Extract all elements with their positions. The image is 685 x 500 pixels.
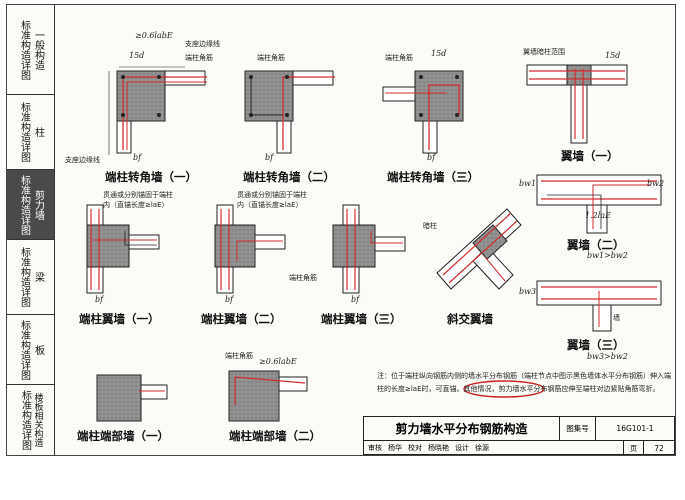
construction-drawings bbox=[86, 64, 662, 422]
drawing-sheet: 标准构造详图 一般构造 标准构造详图 柱 标准构造详图 剪力墙 标准构造详图 梁… bbox=[6, 4, 676, 456]
tab-label: 一般构造 bbox=[32, 29, 44, 70]
dim-15d: 15d bbox=[605, 51, 621, 60]
tab-label: 楼板相关构造 bbox=[32, 393, 43, 447]
caption-column-wing-wall-1: 端柱翼墙（一） bbox=[79, 312, 160, 326]
caption-corner-wall-2: 端柱转角墙（二） bbox=[243, 170, 335, 184]
category-sidebar: 标准构造详图 一般构造 标准构造详图 柱 标准构造详图 剪力墙 标准构造详图 梁… bbox=[7, 5, 55, 455]
corner-wall-3-drawing bbox=[382, 70, 464, 154]
dim-06labe: ≥0.6labE bbox=[259, 357, 297, 366]
label-through-anchor: 贯通或分别锚固于端柱 bbox=[237, 191, 307, 199]
caption-wing-wall-3: 翼墙（三） bbox=[567, 338, 625, 352]
dim-15d: 15d bbox=[129, 51, 145, 60]
tab-label: 标准构造详图 bbox=[18, 102, 30, 162]
design-name: 徐源 bbox=[475, 444, 489, 452]
design-label: 设计 bbox=[455, 444, 469, 452]
tab-label: 标准构造详图 bbox=[19, 390, 31, 450]
label-corner-bar: 端柱角筋 bbox=[289, 274, 317, 282]
corner-wall-2-drawing bbox=[244, 70, 335, 154]
tab-slab[interactable]: 标准构造详图 板 bbox=[7, 315, 54, 385]
tab-beam[interactable]: 标准构造详图 梁 bbox=[7, 240, 54, 315]
wing-wall-3-condition: bw3>bw2 bbox=[587, 352, 628, 361]
tab-label: 剪力墙 bbox=[32, 189, 44, 220]
check-name: 杨晓艳 bbox=[428, 444, 449, 452]
wing-wall-2-drawing bbox=[536, 174, 662, 234]
dim-bw2: bw2 bbox=[647, 179, 665, 188]
wing-wall-3-drawing bbox=[536, 280, 662, 332]
tab-label: 标准构造详图 bbox=[18, 19, 30, 80]
signature-row: 审核 杨华 校对 杨晓艳 设计 徐源 bbox=[364, 441, 624, 455]
atlas-label: 图集号 bbox=[560, 417, 596, 441]
column-end-wall-2-drawing bbox=[228, 370, 308, 422]
dim-bf: bf bbox=[95, 295, 104, 304]
label-through-anchor: 内（直锚长度≥laE） bbox=[103, 201, 169, 209]
wing-wall-1-drawing bbox=[526, 64, 628, 144]
atlas-number: 16G101-1 bbox=[596, 417, 674, 441]
label-hidden-column: 暗柱 bbox=[423, 222, 437, 230]
tab-label: 板 bbox=[32, 344, 44, 355]
label-through-anchor: 内（直锚长度≥laE） bbox=[237, 201, 303, 209]
label-through-anchor: 贯通或分别锚固于端柱 bbox=[103, 191, 173, 199]
caption-corner-wall-1: 端柱转角墙（一） bbox=[105, 170, 197, 184]
tab-general-construction[interactable]: 标准构造详图 一般构造 bbox=[7, 5, 54, 95]
caption-corner-wall-3: 端柱转角墙（三） bbox=[387, 170, 479, 184]
tab-label: 标准构造详图 bbox=[18, 247, 30, 307]
dim-12lae: 1.2laE bbox=[585, 211, 611, 220]
label-corner-bar: 端柱角筋 bbox=[185, 54, 213, 62]
label-corner-bar: 端柱角筋 bbox=[257, 54, 285, 62]
dim-bw1: bw1 bbox=[519, 179, 537, 188]
caption-column-end-wall-2: 端柱端部墙（二） bbox=[229, 429, 321, 443]
dim-bw3: bw3 bbox=[519, 287, 537, 296]
column-wing-wall-1-drawing bbox=[86, 204, 160, 294]
dim-bf: bf bbox=[351, 295, 360, 304]
highlight-ellipse bbox=[463, 380, 545, 398]
label-corner-bar: 端柱角筋 bbox=[225, 352, 253, 360]
drawing-title: 剪力墙水平分布钢筋构造 bbox=[364, 417, 560, 441]
label-edge-line: 支座边缘线 bbox=[65, 156, 100, 164]
tab-shear-wall[interactable]: 标准构造详图 剪力墙 bbox=[7, 170, 54, 240]
tab-label: 梁 bbox=[32, 272, 44, 282]
check-label: 校对 bbox=[408, 444, 422, 452]
caption-wing-wall-1: 翼墙（一） bbox=[561, 149, 619, 163]
review-label: 审核 bbox=[368, 444, 382, 452]
tab-column[interactable]: 标准构造详图 柱 bbox=[7, 95, 54, 170]
dim-bf: bf bbox=[427, 153, 436, 162]
tab-label: 柱 bbox=[32, 127, 44, 137]
label-edge-line: 支座边缘线 bbox=[185, 40, 220, 48]
page-number: 72 bbox=[654, 443, 664, 453]
dim-15d: 15d bbox=[431, 49, 447, 58]
caption-column-wing-wall-2: 端柱翼墙（二） bbox=[201, 312, 282, 326]
label-corner-bar: 端柱角筋 bbox=[385, 54, 413, 62]
label-wall: 墙 bbox=[613, 314, 620, 322]
column-wing-wall-2-drawing bbox=[214, 204, 286, 294]
construction-note: 注：位于端柱纵向钢筋内侧的墙水平分布钢筋（端柱节点中图示黑色墙体水平分布钢筋）伸… bbox=[377, 372, 671, 393]
label-wing-hidden-column: 翼墙暗柱范围 bbox=[523, 48, 565, 56]
caption-column-end-wall-1: 端柱端部墙（一） bbox=[77, 429, 169, 443]
column-wing-wall-3-drawing bbox=[332, 204, 406, 294]
caption-oblique-wing-wall: 斜交翼墙 bbox=[447, 312, 493, 326]
dim-bf: bf bbox=[265, 153, 274, 162]
caption-column-wing-wall-3: 端柱翼墙（三） bbox=[321, 312, 402, 326]
oblique-wing-wall-drawing bbox=[436, 208, 522, 290]
corner-wall-1-drawing bbox=[108, 66, 207, 155]
dim-bf: bf bbox=[133, 153, 142, 162]
dim-06labe: ≥0.6labE bbox=[135, 31, 173, 40]
tab-label: 标准构造详图 bbox=[18, 174, 30, 235]
dim-bf: bf bbox=[225, 295, 234, 304]
title-block: 剪力墙水平分布钢筋构造 图集号 16G101-1 审核 杨华 校对 杨晓艳 设计… bbox=[363, 416, 675, 455]
review-name: 杨华 bbox=[388, 444, 402, 452]
page-label: 页 bbox=[624, 441, 644, 455]
tab-label: 标准构造详图 bbox=[18, 319, 30, 380]
column-end-wall-1-drawing bbox=[96, 374, 168, 422]
wing-wall-2-condition: bw1>bw2 bbox=[587, 251, 628, 260]
caption-wing-wall-2: 翼墙（二） bbox=[567, 238, 625, 252]
tab-slab-related[interactable]: 标准构造详图 楼板相关构造 bbox=[7, 385, 54, 455]
